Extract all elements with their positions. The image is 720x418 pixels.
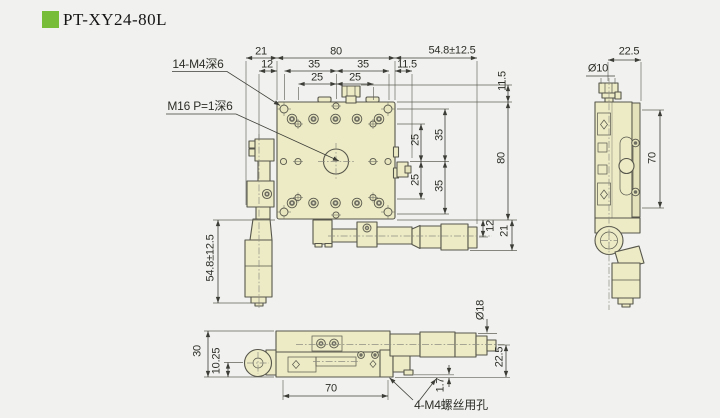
dim-front-offset-left: 21	[255, 45, 267, 58]
dim-front-right-span-upper: 35	[433, 129, 446, 141]
dim-front-pitch-left: 25	[311, 71, 323, 84]
label-base-holes: 4-M4螺丝用孔	[414, 398, 488, 412]
dim-front-right-pitch-upper: 25	[409, 134, 422, 146]
dim-front-pitch-right: 25	[349, 71, 361, 84]
brand-bullet	[42, 11, 59, 28]
dim-front-right-height: 80	[495, 152, 508, 164]
dim-front-right-span-lower: 35	[433, 180, 446, 192]
dim-front-right-inner-bottom: 12	[484, 220, 497, 232]
dim-bottom-thimble-dia: Ø18	[474, 299, 487, 321]
page-title: PT-XY24-80L	[63, 10, 168, 29]
dim-front-travel-top: 54.8±12.5	[428, 44, 476, 57]
dim-side-knob-dia: Ø10	[587, 62, 609, 75]
bottom-view-drawing	[243, 330, 506, 378]
dim-front-right-pitch-lower: 25	[409, 174, 422, 186]
label-top-holes: 14-M4深6	[172, 57, 224, 71]
dim-front-offset-right: 11.5	[397, 58, 417, 71]
dim-front-right-offset-bottom: 21	[498, 225, 511, 237]
dim-side-depth: 22.5	[618, 45, 640, 58]
dim-bottom-axis-offset: 10.25	[210, 347, 223, 375]
dim-front-right-top-offset: 11.5	[496, 71, 509, 91]
dim-bottom-step: 1.7	[434, 377, 447, 393]
dim-front-width: 80	[330, 45, 342, 58]
label-center-thread: M16 P=1深6	[167, 99, 233, 113]
dim-front-inner-left: 12	[261, 58, 273, 71]
dim-front-span-left: 35	[308, 58, 320, 71]
dim-bottom-hole-span: 70	[325, 382, 337, 395]
dim-bottom-height: 30	[191, 345, 204, 357]
dim-bottom-axis-height: 22.5	[493, 346, 506, 368]
dim-front-span-right: 35	[357, 58, 369, 71]
front-view-drawing	[244, 85, 492, 308]
dim-side-span: 70	[646, 152, 659, 164]
side-view-drawing	[594, 78, 645, 310]
dimension-lines	[166, 55, 664, 402]
dim-front-left-travel: 54.8±12.5	[204, 234, 217, 282]
